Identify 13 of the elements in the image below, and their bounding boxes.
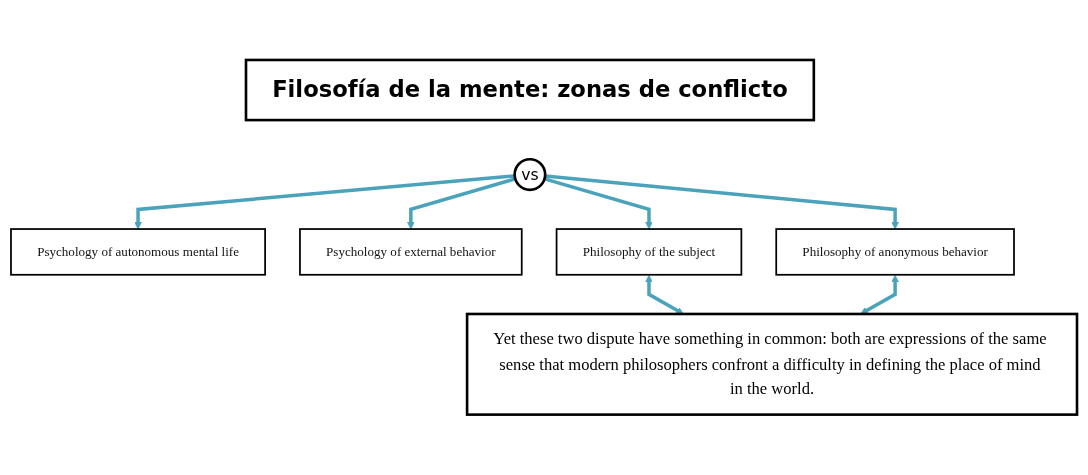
node-box: Filosofía de la mente: zonas de conflicto — [244, 58, 816, 122]
arrow — [407, 177, 516, 230]
node-box: Psychology of autonomous mental life — [10, 228, 266, 276]
node-box: Psychology of external behavior — [299, 228, 523, 276]
arrow — [134, 174, 515, 230]
arrow — [645, 275, 684, 315]
node-circle: vs — [513, 158, 547, 192]
node-box: Philosophy of the subject — [555, 228, 743, 276]
node-box: Philosophy of anonymous behavior — [775, 228, 1015, 276]
arrow — [544, 177, 653, 230]
arrow — [544, 174, 899, 230]
node-box: Yet these two dispute have something in common: both are expressions of the same sense that modern philosophers confront a difficulty in defining the place of mind in the world. — [465, 312, 1079, 417]
arrow — [860, 275, 899, 315]
